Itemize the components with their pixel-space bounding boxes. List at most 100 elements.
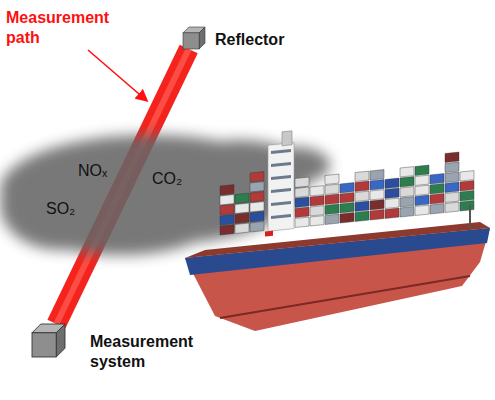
container	[460, 171, 474, 181]
bridge-window	[271, 214, 291, 219]
container	[310, 186, 324, 196]
container	[295, 177, 309, 187]
container-ship	[185, 113, 490, 331]
container	[235, 193, 249, 203]
superstructure	[268, 143, 294, 232]
container	[385, 208, 399, 218]
container	[460, 181, 474, 191]
container	[370, 190, 384, 200]
container	[220, 195, 234, 205]
container	[325, 174, 339, 184]
container	[445, 152, 459, 162]
container	[295, 217, 309, 227]
lifeboat	[265, 231, 273, 237]
container	[355, 181, 369, 191]
container	[460, 201, 474, 211]
leader-arrow	[88, 50, 146, 100]
container	[220, 225, 234, 235]
container	[310, 206, 324, 216]
container	[385, 198, 399, 208]
container	[235, 223, 249, 233]
bridge-window	[271, 175, 291, 180]
deck	[185, 222, 490, 258]
measurement-box: Measurement system	[32, 324, 65, 357]
container	[250, 172, 264, 182]
container	[340, 203, 354, 213]
container	[370, 180, 384, 190]
container	[220, 205, 234, 215]
container	[370, 200, 384, 210]
node-label: Reflector	[215, 30, 335, 50]
cube-front	[32, 333, 56, 357]
container	[310, 196, 324, 206]
container	[415, 175, 429, 185]
container	[415, 195, 429, 205]
container	[250, 212, 264, 222]
container	[415, 205, 429, 215]
container	[430, 194, 444, 204]
container	[355, 211, 369, 221]
container	[295, 187, 309, 197]
gas-label: CO₂	[152, 170, 182, 188]
cube-symbol	[32, 324, 65, 357]
mast	[469, 205, 471, 228]
container	[220, 215, 234, 225]
container	[415, 185, 429, 195]
cube-side	[199, 27, 205, 49]
bridge-window	[271, 201, 291, 206]
container	[295, 207, 309, 217]
container	[340, 213, 354, 223]
bridge-window	[271, 149, 291, 154]
container	[400, 167, 414, 177]
container	[340, 193, 354, 203]
container	[400, 197, 414, 207]
bridge-window	[271, 188, 291, 193]
container	[445, 162, 459, 172]
gas-label: NOₓ	[78, 162, 107, 180]
container	[445, 192, 459, 202]
container	[430, 204, 444, 214]
container	[325, 184, 339, 194]
container	[250, 222, 264, 232]
waterline	[220, 276, 470, 318]
container	[250, 202, 264, 212]
container	[370, 170, 384, 180]
container	[385, 178, 399, 188]
container	[325, 194, 339, 204]
container	[250, 182, 264, 192]
container	[325, 204, 339, 214]
container	[385, 188, 399, 198]
container	[445, 172, 459, 182]
container	[460, 191, 474, 201]
container	[295, 197, 309, 207]
container	[355, 171, 369, 181]
bridge-window	[271, 162, 291, 167]
container	[400, 177, 414, 187]
gas-label: SO₂	[46, 200, 75, 218]
container	[430, 174, 444, 184]
container	[235, 213, 249, 223]
container	[430, 184, 444, 194]
container	[415, 165, 429, 175]
container	[445, 202, 459, 212]
container	[370, 210, 384, 220]
container	[325, 214, 339, 224]
funnel	[282, 131, 292, 146]
exhaust-plume	[0, 135, 330, 255]
container	[250, 192, 264, 202]
hull-lower	[185, 228, 490, 331]
cube-symbol	[183, 27, 205, 49]
container	[400, 207, 414, 217]
container	[400, 187, 414, 197]
container	[340, 183, 354, 193]
container	[355, 191, 369, 201]
node-label: Measurement system	[90, 332, 210, 372]
cube-side	[56, 324, 65, 357]
container	[220, 185, 234, 195]
measurement-box: Reflector	[183, 27, 205, 49]
cube-front	[183, 33, 199, 49]
edge-label: Measurement path	[6, 8, 136, 48]
container	[445, 182, 459, 192]
container	[235, 203, 249, 213]
container	[310, 216, 324, 226]
